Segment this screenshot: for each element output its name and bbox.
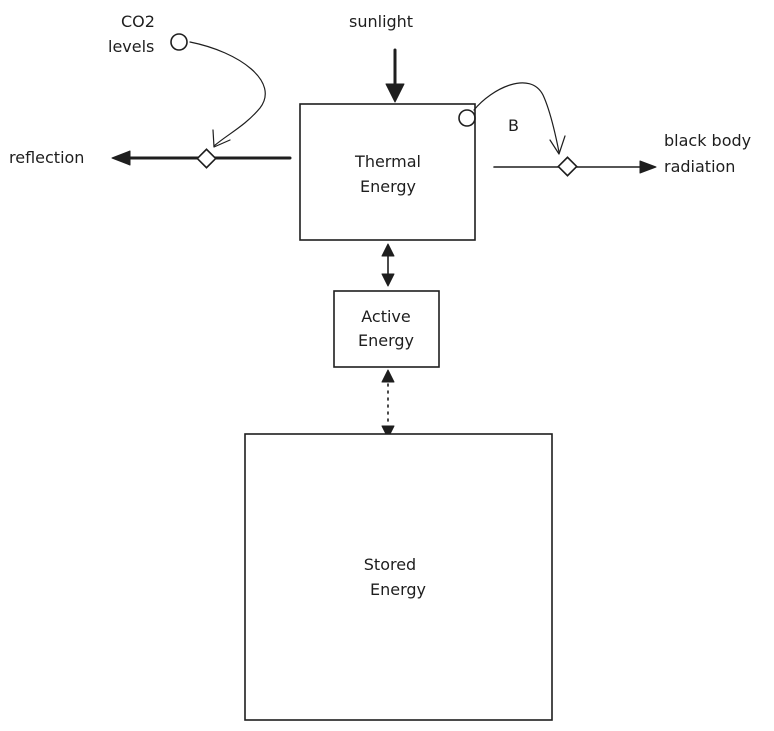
feedback-b-label: B bbox=[508, 116, 519, 135]
co2-levels-node[interactable] bbox=[170, 33, 188, 51]
sunlight-inflow-arrow bbox=[385, 48, 405, 103]
reflection-label: reflection bbox=[9, 148, 84, 167]
sunlight-label: sunlight bbox=[349, 12, 413, 31]
thermal-feedback-node[interactable] bbox=[458, 109, 476, 127]
stored-energy-label-line1: Stored bbox=[364, 555, 416, 574]
stored-energy-label-line2: Energy bbox=[370, 580, 426, 599]
thermal-active-exchange-arrow bbox=[381, 243, 395, 287]
co2-influence-arrowhead bbox=[212, 129, 231, 148]
feedback-link-b-arrowhead bbox=[549, 135, 566, 155]
thermal-energy-label-line2: Energy bbox=[360, 177, 416, 196]
black-body-label-line2: radiation bbox=[664, 157, 735, 176]
active-energy-label-line1: Active bbox=[361, 307, 411, 326]
co2-label-line1: CO2 bbox=[121, 12, 155, 31]
active-stored-exchange-arrow bbox=[381, 369, 395, 439]
active-energy-stock[interactable] bbox=[333, 290, 440, 368]
thermal-energy-stock[interactable] bbox=[299, 103, 476, 241]
black-body-valve bbox=[557, 156, 578, 177]
co2-influence-link bbox=[189, 41, 266, 147]
feedback-link-b bbox=[473, 82, 560, 153]
active-energy-label-line2: Energy bbox=[358, 331, 414, 350]
stored-energy-stock[interactable] bbox=[244, 433, 553, 721]
thermal-energy-label-line1: Thermal bbox=[354, 152, 421, 171]
black-body-label-line1: black body bbox=[664, 131, 751, 150]
reflection-valve bbox=[196, 148, 217, 169]
co2-label-line2: levels bbox=[108, 37, 154, 56]
